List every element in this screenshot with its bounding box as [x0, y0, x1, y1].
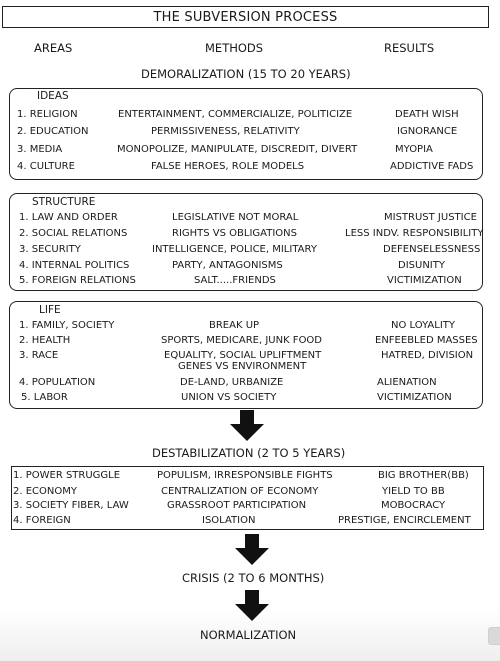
- method-cell: LEGISLATIVE NOT MORAL: [172, 212, 299, 223]
- result-cell: PRESTIGE, ENCIRCLEMENT: [338, 515, 471, 526]
- area-cell: 2. EDUCATION: [17, 126, 89, 137]
- table-row: 4. CULTURE FALSE HEROES, ROLE MODELS ADD…: [10, 161, 482, 175]
- stage-label-demoralization: DEMORALIZATION (15 TO 20 YEARS): [141, 67, 351, 81]
- area-cell: 1. POWER STRUGGLE: [13, 470, 121, 481]
- column-header-methods: METHODS: [205, 41, 264, 55]
- result-cell: BIG BROTHER(BB): [378, 470, 469, 481]
- area-cell: 3. SECURITY: [19, 244, 81, 255]
- area-cell: 2. HEALTH: [19, 335, 71, 346]
- table-row: 5. LABOR UNION VS SOCIETY VICTIMIZATION: [10, 392, 482, 406]
- method-cell: MONOPOLIZE, MANIPULATE, DISCREDIT, DIVER…: [117, 144, 358, 155]
- area-cell: 4. POPULATION: [19, 377, 96, 388]
- table-row: 4. POPULATION DE-LAND, URBANIZE ALIENATI…: [10, 377, 482, 391]
- result-cell: DISUNITY: [398, 260, 445, 271]
- structure-box: STRUCTURE 1. LAW AND ORDER LEGISLATIVE N…: [9, 193, 483, 291]
- method-cell-secondary: GENES VS ENVIRONMENT: [178, 361, 307, 372]
- result-cell: LESS INDV. RESPONSIBILITY: [345, 228, 484, 239]
- method-cell: CENTRALIZATION OF ECONOMY: [161, 486, 319, 497]
- table-row: 3. MEDIA MONOPOLIZE, MANIPULATE, DISCRED…: [10, 144, 482, 158]
- method-cell: POPULISM, IRRESPONSIBLE FIGHTS: [157, 470, 333, 481]
- method-cell: PARTY, ANTAGONISMS: [172, 260, 283, 271]
- table-row: 1. LAW AND ORDER LEGISLATIVE NOT MORAL M…: [10, 212, 482, 226]
- result-cell: ALIENATION: [377, 377, 437, 388]
- column-header-results: RESULTS: [384, 41, 435, 55]
- result-cell: NO LOYALITY: [391, 320, 455, 331]
- method-cell: DE-LAND, URBANIZE: [180, 377, 284, 388]
- table-row: 3. RACE EQUALITY, SOCIAL UPLIFTMENT GENE…: [10, 350, 482, 376]
- method-cell: PERMISSIVENESS, RELATIVITY: [151, 126, 300, 137]
- table-row: 3. SOCIETY FIBER, LAW GRASSROOT PARTICIP…: [12, 500, 483, 514]
- column-header-areas: AREAS: [34, 41, 73, 55]
- result-cell: MOBOCRACY: [381, 500, 446, 511]
- method-cell: SPORTS, MEDICARE, JUNK FOOD: [161, 335, 323, 346]
- ideas-box: IDEAS 1. RELIGION ENTERTAINMENT, COMMERC…: [9, 88, 483, 180]
- stage-label-normalization: NORMALIZATION: [200, 628, 297, 642]
- destabilization-box: 1. POWER STRUGGLE POPULISM, IRRESPONSIBL…: [11, 466, 484, 530]
- section-heading-structure: STRUCTURE: [32, 196, 96, 208]
- stage-label-destabilization: DESTABILIZATION (2 TO 5 YEARS): [152, 446, 346, 460]
- method-cell: ENTERTAINMENT, COMMERCIALIZE, POLITICIZE: [118, 109, 353, 120]
- table-row: 4. INTERNAL POLITICS PARTY, ANTAGONISMS …: [10, 260, 482, 274]
- table-row: 2. HEALTH SPORTS, MEDICARE, JUNK FOOD EN…: [10, 335, 482, 349]
- table-row: 2. ECONOMY CENTRALIZATION OF ECONOMY YIE…: [12, 486, 483, 500]
- table-row: 1. FAMILY, SOCIETY BREAK UP NO LOYALITY: [10, 320, 482, 334]
- area-cell: 1. RELIGION: [17, 109, 78, 120]
- area-cell: 5. FOREIGN RELATIONS: [19, 275, 136, 286]
- section-heading-life: LIFE: [39, 304, 61, 316]
- page-title: THE SUBVERSION PROCESS: [2, 6, 489, 28]
- result-cell: DEFENSELESSNESS: [383, 244, 481, 255]
- method-cell: FALSE HEROES, ROLE MODELS: [151, 161, 305, 172]
- area-cell: 2. SOCIAL RELATIONS: [19, 228, 128, 239]
- down-arrow-icon: [235, 590, 269, 621]
- method-cell: ISOLATION: [202, 515, 256, 526]
- result-cell: MISTRUST JUSTICE: [384, 212, 477, 223]
- area-cell: 4. FOREIGN: [13, 515, 71, 526]
- life-box: LIFE 1. FAMILY, SOCIETY BREAK UP NO LOYA…: [9, 301, 483, 409]
- method-cell: BREAK UP: [209, 320, 260, 331]
- result-cell: YIELD TO BB: [382, 486, 445, 497]
- method-cell: GRASSROOT PARTICIPATION: [167, 500, 307, 511]
- result-cell: ADDICTIVE FADS: [390, 161, 474, 172]
- result-cell: HATRED, DIVISION: [381, 350, 474, 361]
- method-cell: UNION VS SOCIETY: [181, 392, 277, 403]
- section-heading-ideas: IDEAS: [37, 90, 69, 102]
- method-cell: EQUALITY, SOCIAL UPLIFTMENT: [164, 350, 322, 361]
- method-cell: RIGHTS VS OBLIGATIONS: [172, 228, 297, 239]
- area-cell: 1. FAMILY, SOCIETY: [19, 320, 115, 331]
- down-arrow-icon: [235, 534, 269, 565]
- area-cell: 4. INTERNAL POLITICS: [19, 260, 130, 271]
- stage-label-crisis: CRISIS (2 TO 6 MONTHS): [182, 571, 325, 585]
- area-cell: 1. LAW AND ORDER: [19, 212, 118, 223]
- result-cell: DEATH WISH: [395, 109, 459, 120]
- area-cell: 4. CULTURE: [17, 161, 75, 172]
- table-row: 1. POWER STRUGGLE POPULISM, IRRESPONSIBL…: [12, 470, 483, 484]
- result-cell: VICTIMIZATION: [377, 392, 452, 403]
- table-row: 5. FOREIGN RELATIONS SALT.....FRIENDS VI…: [10, 275, 482, 289]
- method-cell: INTELLIGENCE, POLICE, MILITARY: [152, 244, 317, 255]
- table-row: 2. SOCIAL RELATIONS RIGHTS VS OBLIGATION…: [10, 228, 484, 242]
- area-cell: 3. RACE: [19, 350, 59, 361]
- area-cell: 3. MEDIA: [17, 144, 63, 155]
- result-cell: MYOPIA: [395, 144, 433, 155]
- result-cell: IGNORANCE: [397, 126, 458, 137]
- down-arrow-icon: [230, 410, 264, 441]
- area-cell: 3. SOCIETY FIBER, LAW: [13, 500, 129, 511]
- scroll-tab: [488, 627, 500, 645]
- table-row: 2. EDUCATION PERMISSIVENESS, RELATIVITY …: [10, 126, 482, 140]
- table-row: 1. RELIGION ENTERTAINMENT, COMMERCIALIZE…: [10, 109, 482, 123]
- table-row: 3. SECURITY INTELLIGENCE, POLICE, MILITA…: [10, 244, 482, 258]
- table-row: 4. FOREIGN ISOLATION PRESTIGE, ENCIRCLEM…: [12, 515, 483, 529]
- area-cell: 2. ECONOMY: [13, 486, 77, 497]
- title-text: THE SUBVERSION PROCESS: [153, 9, 338, 25]
- result-cell: ENFEEBLED MASSES: [375, 335, 478, 346]
- result-cell: VICTIMIZATION: [387, 275, 462, 286]
- area-cell: 5. LABOR: [21, 392, 68, 403]
- method-cell: SALT.....FRIENDS: [194, 275, 276, 286]
